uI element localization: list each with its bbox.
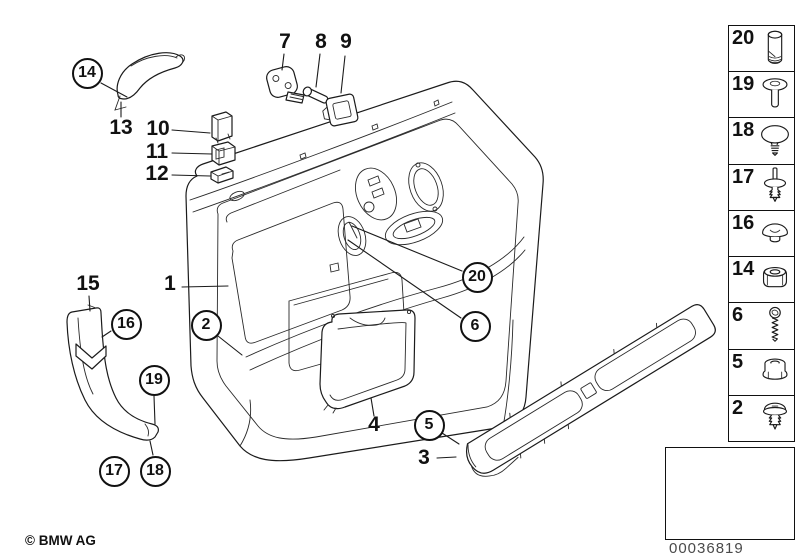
circled-callout[interactable]: 5	[413, 409, 445, 441]
cap-fastener-icon	[758, 212, 792, 254]
sleeve-fastener-icon	[758, 28, 792, 70]
callout-number: 6	[470, 317, 480, 334]
dome-screw-icon	[758, 120, 792, 162]
callout-number: 12	[145, 162, 169, 185]
callout-number: 17	[105, 462, 123, 479]
sidebar-fastener-row[interactable]: 6	[729, 303, 794, 350]
plain-callout[interactable]: 3	[402, 446, 446, 470]
cap-nut-icon	[758, 351, 792, 393]
callout-number: 5	[424, 416, 434, 433]
hex-nut-icon	[758, 259, 792, 301]
callout-number: 16	[117, 315, 135, 332]
plain-callout[interactable]: 8	[299, 30, 343, 54]
callout-number: 20	[468, 268, 486, 285]
circled-callout[interactable]: 6	[459, 310, 491, 342]
sidebar-fastener-row[interactable]: 5	[729, 349, 794, 396]
car-locator-box	[665, 447, 795, 540]
plain-callout[interactable]: 11	[135, 140, 179, 164]
plain-callout[interactable]: 1	[148, 272, 192, 296]
callout-number: 3	[418, 446, 430, 469]
storage-bin-drawing	[319, 309, 416, 414]
circled-callout[interactable]: 16	[110, 308, 142, 340]
callout-number: 14	[78, 64, 96, 81]
grip-handle-drawing	[114, 52, 186, 111]
plain-callout[interactable]: 13	[99, 116, 143, 140]
circled-callout[interactable]: 14	[71, 57, 103, 89]
callout-number: 18	[146, 462, 164, 479]
fastener-ref-number: 18	[732, 119, 755, 142]
callout-number: 19	[145, 371, 163, 388]
screw-icon	[758, 305, 792, 347]
callout-number: 11	[145, 140, 169, 163]
sidebar-fastener-row[interactable]: 14	[729, 257, 794, 304]
fastener-ref-number: 20	[732, 27, 755, 49]
sidebar-fastener-row[interactable]: 16	[729, 210, 794, 258]
circled-callout[interactable]: 18	[139, 455, 171, 487]
circled-callout[interactable]: 2	[190, 309, 222, 341]
document-number: 00036819	[669, 540, 744, 557]
circled-callout[interactable]: 19	[138, 364, 170, 396]
circled-callout[interactable]: 20	[461, 261, 493, 293]
plain-callout[interactable]: 7	[263, 30, 307, 54]
callout-number: 4	[368, 413, 380, 436]
plain-callout[interactable]: 9	[324, 30, 368, 54]
pin-fastener-icon	[758, 166, 792, 208]
small-parts-drawing	[210, 66, 359, 184]
fastener-ref-number: 19	[732, 73, 755, 96]
sidebar-fastener-row[interactable]: 19	[729, 72, 794, 119]
expanding-rivet-icon	[758, 397, 792, 439]
plain-callout[interactable]: 12	[135, 162, 179, 186]
rivet-fastener-icon	[758, 74, 792, 116]
pillar-trim-drawing	[66, 304, 159, 441]
plain-callout[interactable]: 10	[136, 117, 180, 141]
callout-number: 9	[340, 30, 352, 53]
callout-number: 1	[164, 272, 176, 295]
plain-callout[interactable]: 15	[66, 272, 110, 296]
callout-number: 15	[76, 272, 100, 295]
fastener-ref-number: 17	[732, 165, 755, 188]
fastener-ref-number: 5	[732, 350, 744, 373]
fastener-ref-number: 14	[732, 258, 755, 281]
sidebar-fastener-row[interactable]: 18	[729, 118, 794, 165]
callout-number: 10	[146, 117, 170, 140]
sidebar-fastener-row[interactable]: 20	[729, 26, 794, 73]
callout-number: 13	[109, 116, 133, 139]
fastener-ref-number: 6	[732, 304, 744, 327]
leader-lines	[88, 53, 463, 459]
lower-trim-strip-drawing	[465, 303, 716, 477]
sidebar-fastener-row[interactable]: 2	[729, 395, 794, 441]
sidebar-fastener-row[interactable]: 17	[729, 164, 794, 211]
callout-number: 2	[201, 316, 211, 333]
copyright-notice: © BMW AG	[25, 533, 96, 548]
fastener-sidebar: 20 19 18 17 16 14 6 5 2	[728, 25, 795, 442]
door-trim-panel-drawing	[185, 80, 544, 462]
callout-number: 7	[279, 30, 291, 53]
plain-callout[interactable]: 4	[352, 413, 396, 437]
circled-callout[interactable]: 17	[98, 455, 130, 487]
fastener-ref-number: 16	[732, 211, 755, 234]
callout-number: 8	[315, 30, 327, 53]
fastener-ref-number: 2	[732, 396, 744, 419]
